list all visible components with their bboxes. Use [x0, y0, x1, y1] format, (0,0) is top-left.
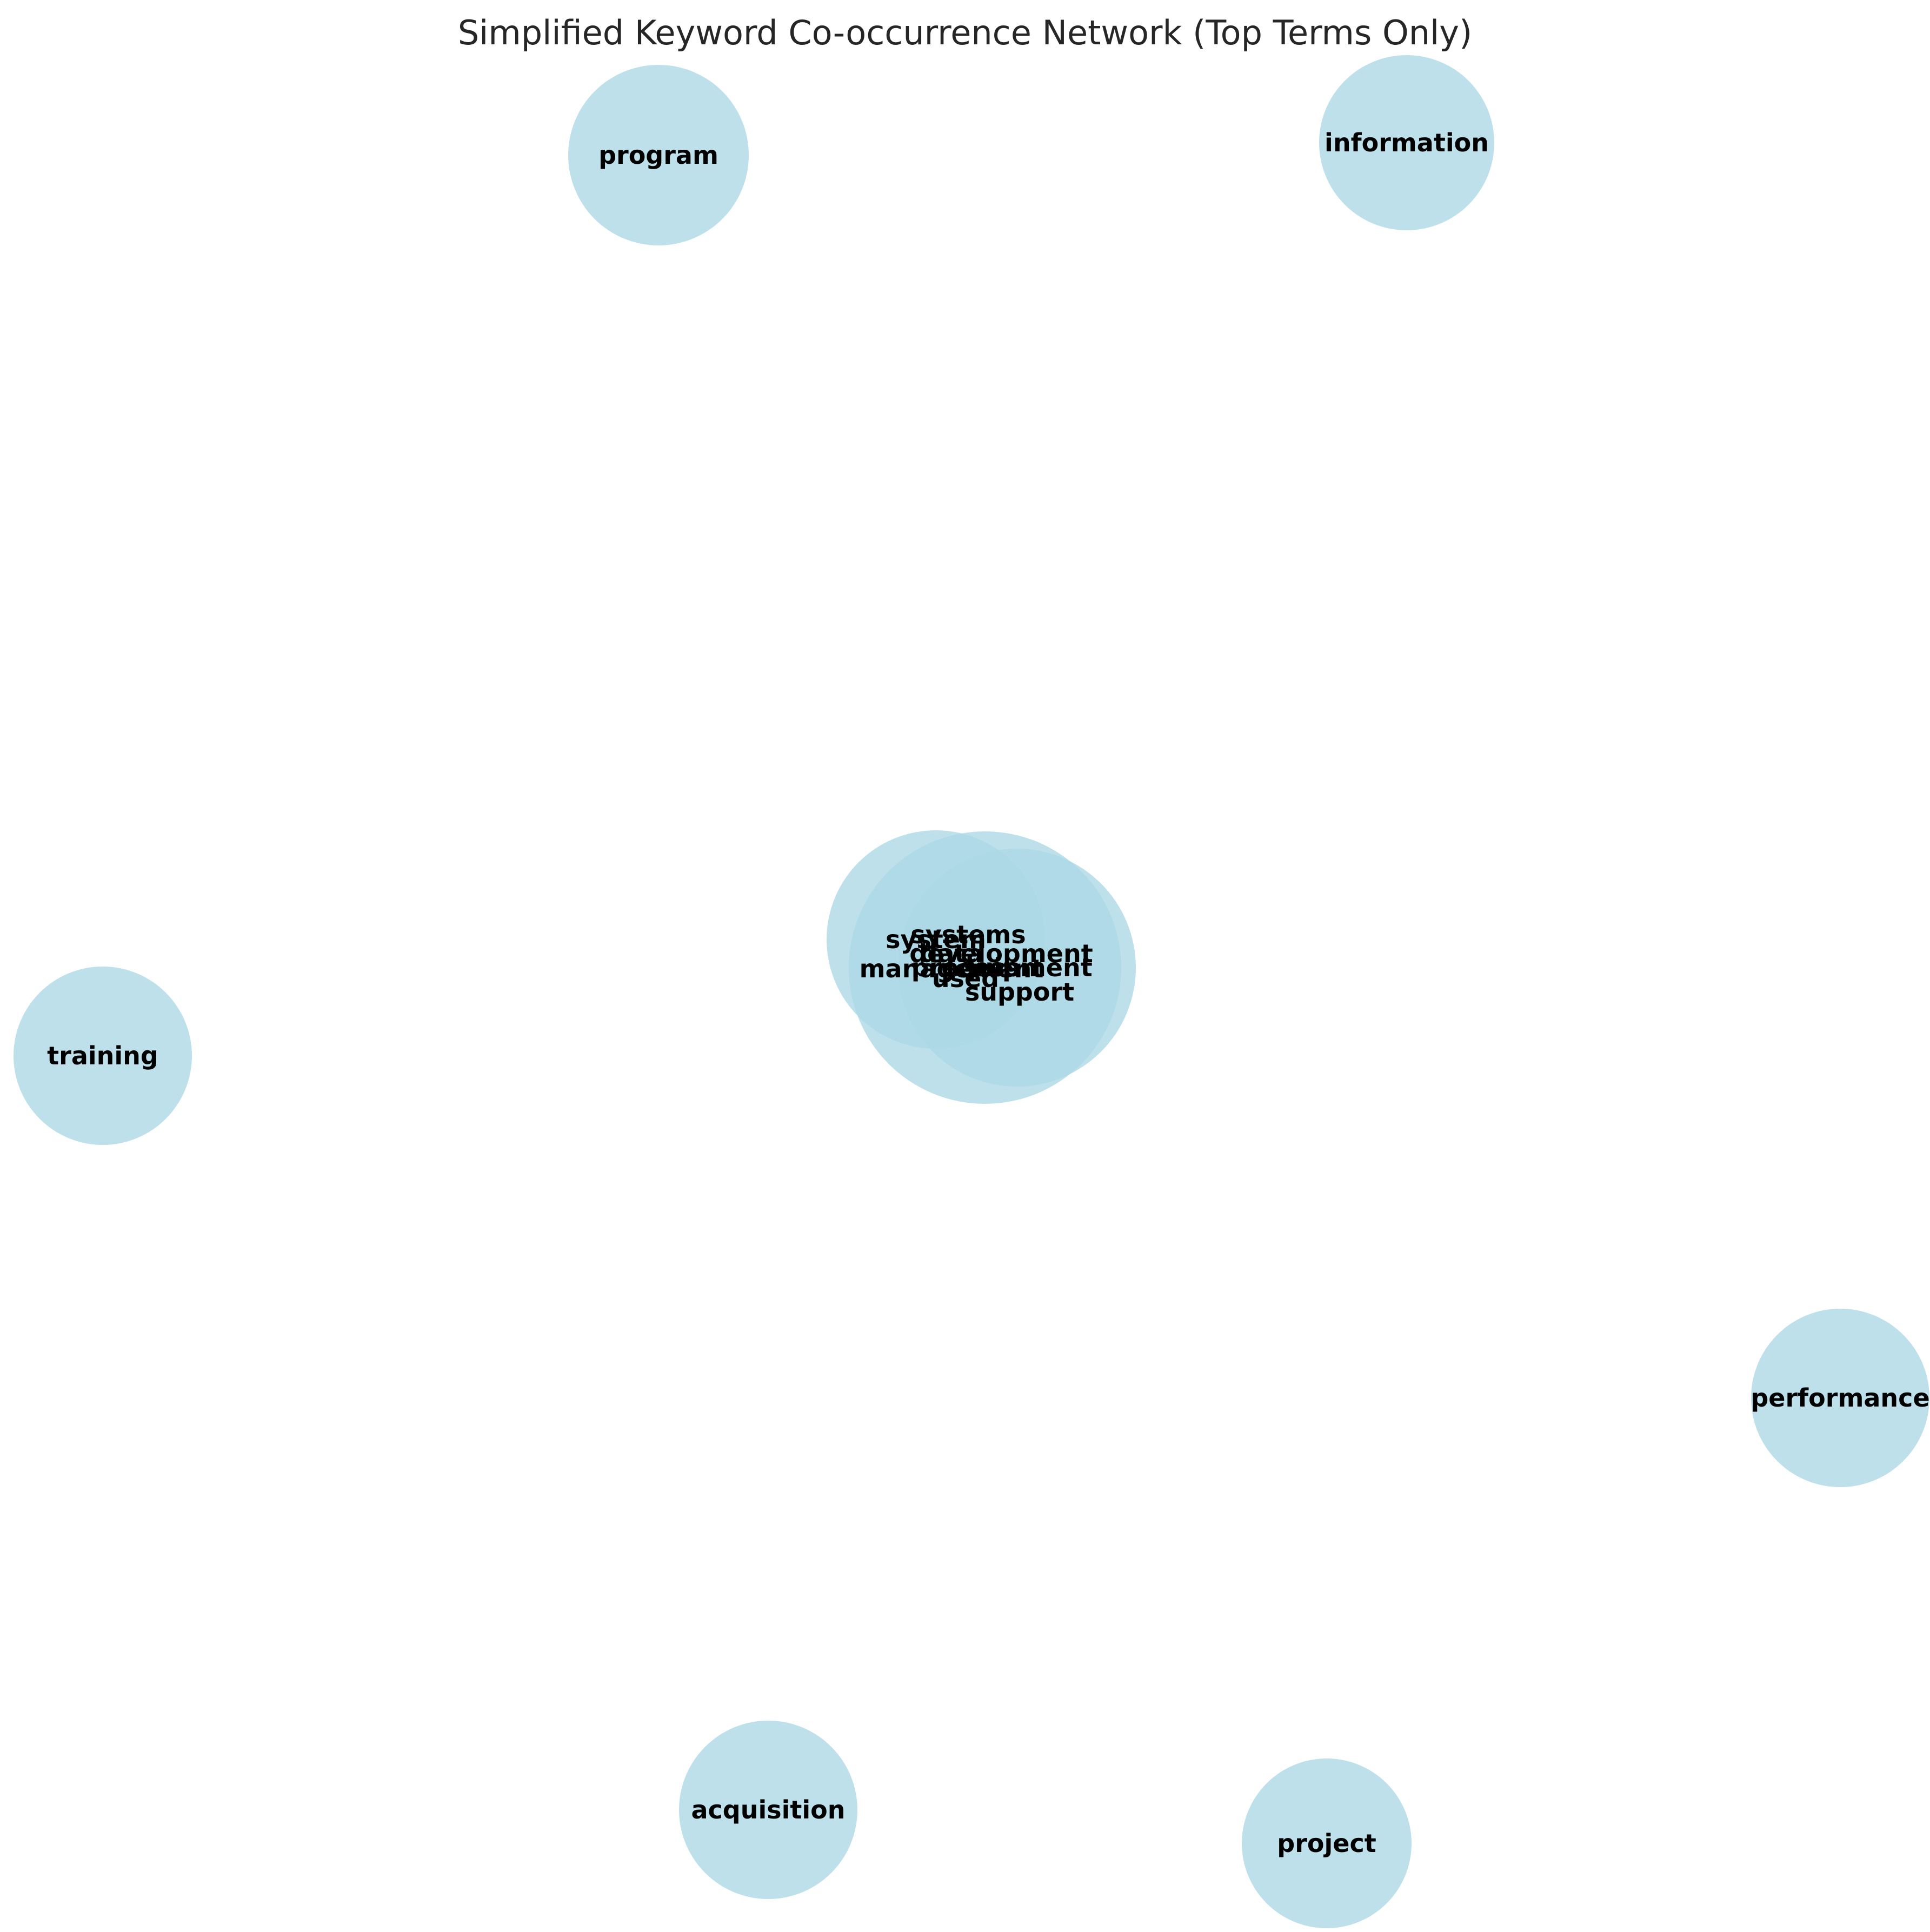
node-process-label: process	[911, 953, 1020, 982]
node-information-circle	[1319, 55, 1494, 230]
node-equipment-label: equipment	[941, 953, 1092, 982]
node-data-label: data	[920, 939, 983, 968]
node-performance-label: performance	[1751, 1383, 1929, 1413]
node-information-label: information	[1325, 128, 1489, 157]
node-used-label: used	[932, 964, 999, 993]
node-support-label: support	[965, 977, 1074, 1007]
node-acquisition-label: acquisition	[691, 1795, 845, 1824]
node-training-circle	[14, 967, 192, 1145]
node-management-label: management	[860, 954, 1044, 983]
labels-layer: program information training performance acq…	[47, 128, 1930, 1858]
node-program-label: program	[598, 141, 718, 170]
node-program-circle	[568, 65, 749, 245]
diagram-title: Simplified Keyword Co-occurrence Network…	[458, 13, 1472, 52]
node-performance-circle	[1751, 1309, 1929, 1487]
node-systems-label: systems	[910, 920, 1026, 949]
nodes-layer	[14, 55, 1929, 1928]
node-project-label: project	[1277, 1829, 1376, 1858]
node-training-label: training	[47, 1041, 158, 1070]
node-development-label: development	[909, 939, 1093, 968]
node-system-label: system	[886, 925, 986, 954]
node-project-circle	[1242, 1758, 1412, 1928]
node-acquisition-circle	[679, 1721, 857, 1899]
node-equipment-circle	[898, 849, 1136, 1087]
